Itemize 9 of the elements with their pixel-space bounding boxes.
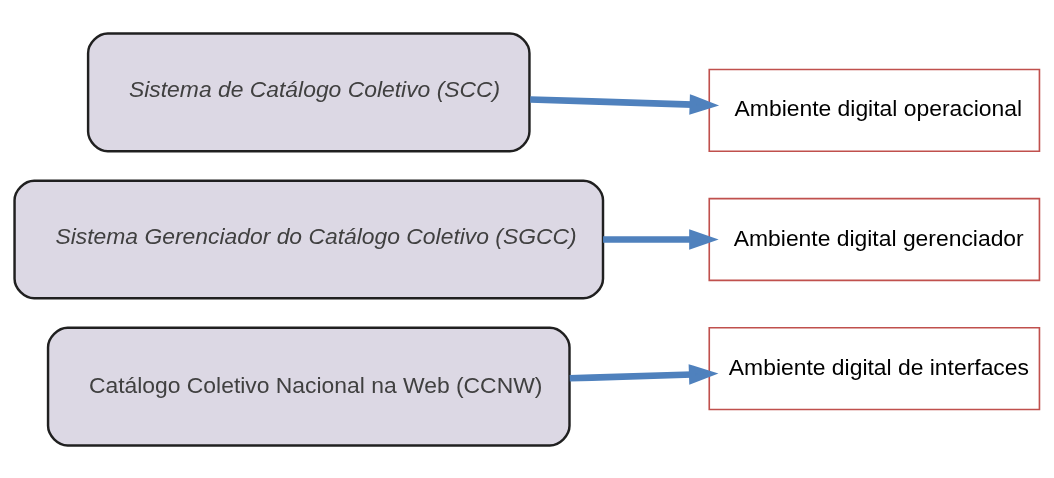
node-box: Ambiente digital operacional	[708, 68, 1041, 152]
node-box: Ambiente digital de interfaces	[708, 326, 1041, 410]
node-box: Sistema de Catálogo Coletivo (SCC)	[86, 31, 531, 152]
arrow	[569, 363, 719, 385]
node-box: Ambiente digital gerenciador	[708, 197, 1041, 281]
arrow	[530, 93, 720, 115]
arrow	[603, 228, 719, 250]
node-box: Sistema Gerenciador do Catálogo Coletivo (SGCC)	[13, 178, 605, 300]
node-box: Catálogo Coletivo Nacional na Web (CCNW)	[46, 326, 571, 447]
